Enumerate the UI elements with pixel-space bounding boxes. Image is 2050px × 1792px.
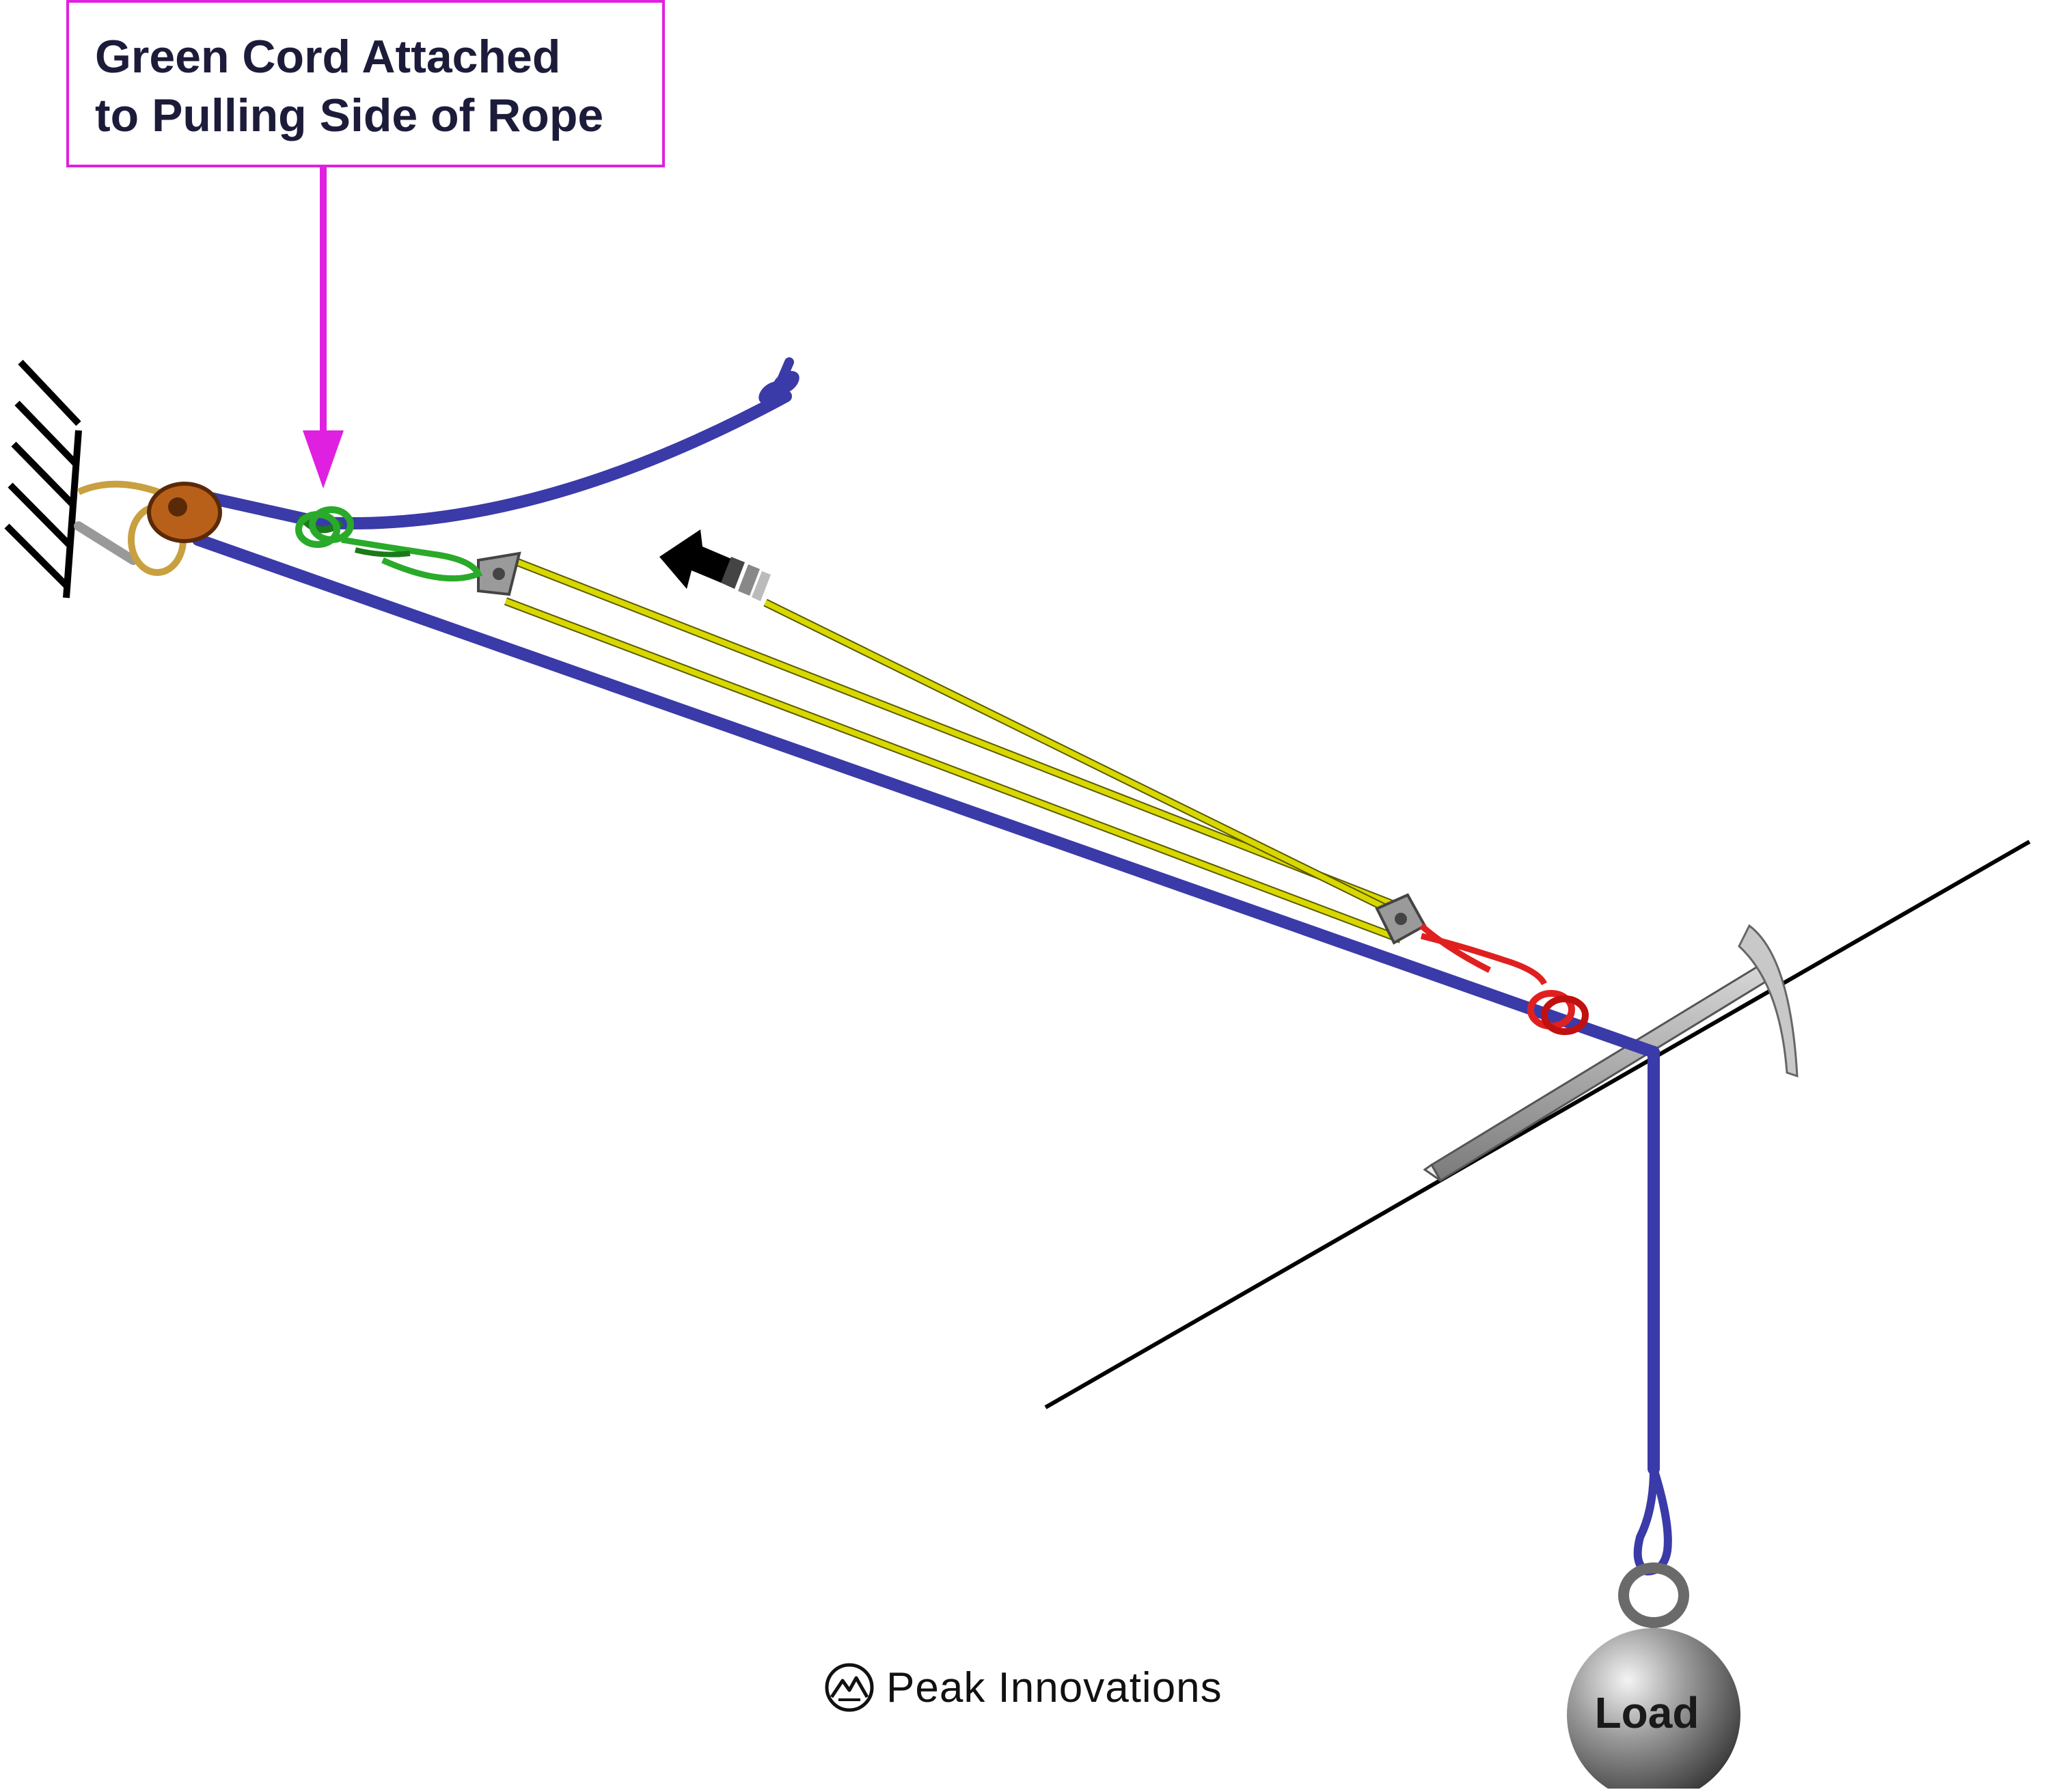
- anchor-pulley: [147, 482, 222, 543]
- load-weight: [1567, 1628, 1740, 1792]
- load-ring: [1618, 1562, 1689, 1628]
- brand-footer: Peak Innovations: [823, 1660, 1222, 1715]
- anchor-wall: [4, 359, 82, 598]
- main-rope-pulling-strand: [192, 390, 792, 530]
- mountain-logo-icon: [823, 1662, 875, 1713]
- pull-direction-arrow-icon: [659, 529, 771, 601]
- upper-pulley: [477, 551, 521, 596]
- callout-arrow: [303, 167, 344, 488]
- red-prusik-cord: [1419, 923, 1589, 1035]
- load-label: Load: [1594, 1688, 1699, 1737]
- main-rope-loaded-strand: [192, 534, 1660, 1058]
- rope-end-loop: [1633, 1467, 1672, 1576]
- brand-name: Peak Innovations: [886, 1664, 1222, 1711]
- green-prusik-cord: [295, 506, 483, 582]
- ice-axe: [1423, 924, 1799, 1183]
- yellow-haul-cord: [504, 555, 1410, 943]
- callout-line-2: to Pulling Side of Rope: [95, 89, 604, 141]
- snow-surface-line: [1044, 840, 2031, 1409]
- stopper-knot: [758, 357, 800, 405]
- callout-line-1: Green Cord Attached: [95, 31, 561, 83]
- callout-box: Green Cord Attached to Pulling Side of R…: [66, 0, 665, 167]
